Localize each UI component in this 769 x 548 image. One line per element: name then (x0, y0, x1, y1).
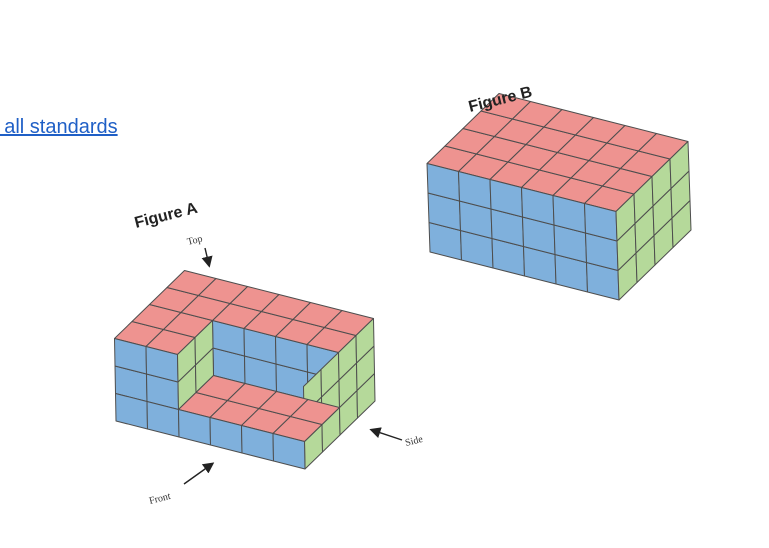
figure-b-side-face (615, 141, 692, 301)
top-cube-face (198, 278, 248, 304)
front-arrow (183, 462, 215, 485)
side-cube-face (669, 141, 690, 189)
front-label: Front (148, 491, 172, 507)
figure-b-block (426, 93, 692, 301)
figure-b-front-face (426, 163, 620, 301)
side-label: Side (404, 434, 424, 449)
top-arrow (201, 247, 213, 268)
figure-a-block (114, 270, 376, 470)
side-cube-face (355, 318, 375, 364)
top-label: Top (186, 234, 204, 248)
front-cube-face (272, 433, 306, 470)
top-cube-face (290, 399, 340, 425)
figure-a-base (115, 375, 340, 470)
side-cube-face (194, 320, 214, 366)
figure-a-title: Figure A (133, 200, 200, 232)
figure-b-top-face (426, 93, 689, 212)
side-arrow (369, 427, 403, 441)
figure-a-left-arm (114, 270, 248, 410)
figure-a-right-arm (212, 286, 376, 470)
all-standards-link[interactable]: r all standards (0, 116, 118, 138)
